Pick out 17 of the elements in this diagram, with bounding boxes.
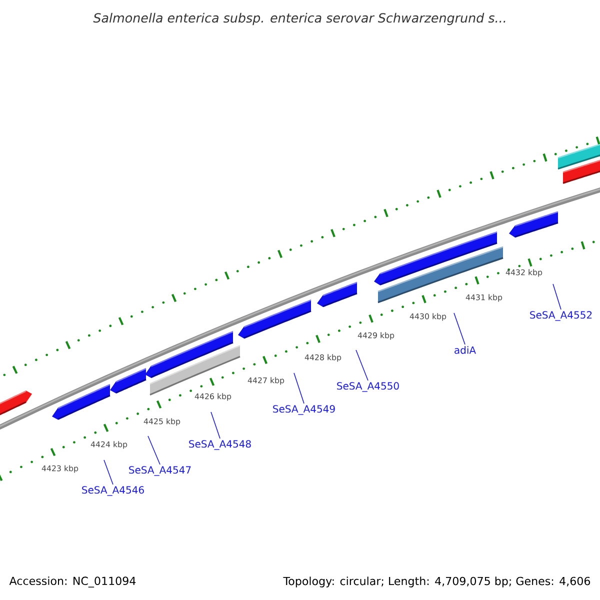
accession-text: Accession: NC_011094	[9, 576, 136, 588]
leader-line	[148, 436, 160, 465]
gene-label: SeSA_A4546	[82, 486, 144, 496]
leader-line	[210, 412, 220, 439]
leader-line	[454, 312, 466, 345]
gene-label: SeSA_A4552	[530, 311, 592, 321]
gene-label: SeSA_A4549	[273, 405, 335, 415]
leader-line	[104, 460, 114, 485]
gene-label: SeSA_A4548	[189, 440, 251, 450]
leader-line	[552, 284, 562, 310]
gene-label: SeSA_A4550	[337, 382, 399, 392]
title: Salmonella enterica subsp. enterica serovar Schwarzengrund s...	[93, 12, 506, 26]
leader-line	[294, 372, 304, 404]
gene-label: adiA	[454, 346, 476, 354]
gene-label: SeSA_A4547	[129, 466, 191, 476]
leader-line	[356, 350, 368, 381]
genome-summary: Topology: circular; Length: 4,709,075 bp; Genes: 4,606	[283, 576, 590, 588]
